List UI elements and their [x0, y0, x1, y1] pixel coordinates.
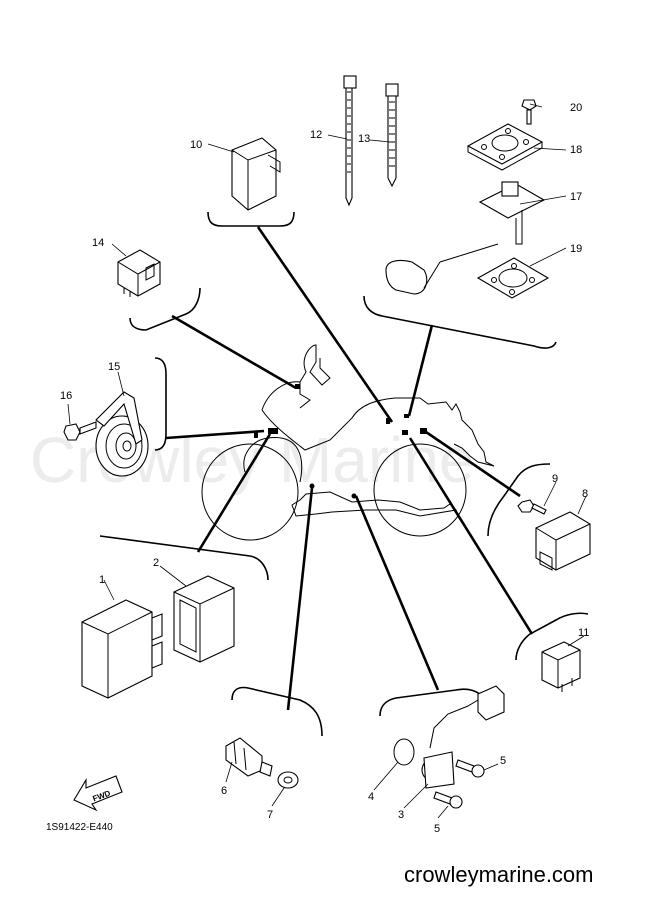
callout-4: 4	[368, 791, 374, 803]
part-10-unit	[231, 137, 281, 211]
part-8-relay	[535, 511, 591, 571]
callout-18: 18	[570, 144, 582, 156]
callout-13: 13	[358, 133, 370, 145]
callout-20: 20	[570, 102, 582, 114]
diagram-code: 1S91422-E440	[46, 822, 113, 833]
callout-12: 12	[310, 129, 322, 141]
part-16-bolt	[63, 421, 97, 441]
callout-8: 8	[582, 488, 588, 500]
callout-7: 7	[267, 809, 273, 821]
callout-1: 1	[99, 574, 105, 586]
part-9-bolt	[517, 499, 547, 515]
callout-5-upper: 5	[500, 755, 506, 767]
part-2-cover	[173, 575, 235, 663]
callout-5-lower: 5	[434, 823, 440, 835]
part-17-fuel-sender	[385, 181, 546, 295]
callout-3: 3	[398, 809, 404, 821]
part-11-unit	[541, 641, 581, 692]
part-3-sensor	[421, 685, 505, 789]
bracket-lines	[99, 211, 589, 737]
callout-19: 19	[570, 243, 582, 255]
leader-lines	[165, 226, 534, 711]
callout-16: 16	[60, 390, 72, 402]
part-13-cable-tie	[385, 83, 399, 188]
part-5-screw-upper	[455, 759, 485, 778]
part-7-washer	[277, 771, 299, 789]
callout-14: 14	[92, 237, 104, 249]
part-19-gasket	[476, 257, 550, 299]
callout-9: 9	[552, 473, 558, 485]
callout-2: 2	[153, 557, 159, 569]
part-12-cable-tie	[343, 75, 357, 207]
part-5-screw-lower	[433, 791, 463, 809]
callout-6: 6	[221, 785, 227, 797]
part-1-cdi-unit	[81, 599, 163, 699]
part-14-relay	[117, 249, 161, 297]
part-20-bolt	[521, 99, 537, 125]
part-18-plate	[466, 123, 544, 171]
motorcycle-outline	[201, 344, 495, 541]
callout-leaders	[67, 103, 587, 819]
callout-numbers: 1 2 3 4 5 5 6 7 8 9 10 11 12 13 14 15 16…	[60, 102, 589, 835]
callout-15: 15	[108, 361, 120, 373]
callout-10: 10	[190, 139, 202, 151]
part-15-horn	[95, 391, 149, 477]
callout-11: 11	[578, 627, 589, 639]
site-footer: crowleymarine.com	[404, 862, 594, 887]
part-6-sensor	[225, 737, 273, 777]
callout-17: 17	[570, 191, 582, 203]
part-4-o-ring	[393, 738, 415, 766]
connector-markers	[254, 384, 427, 499]
fwd-arrow-icon: FWD	[73, 775, 123, 812]
